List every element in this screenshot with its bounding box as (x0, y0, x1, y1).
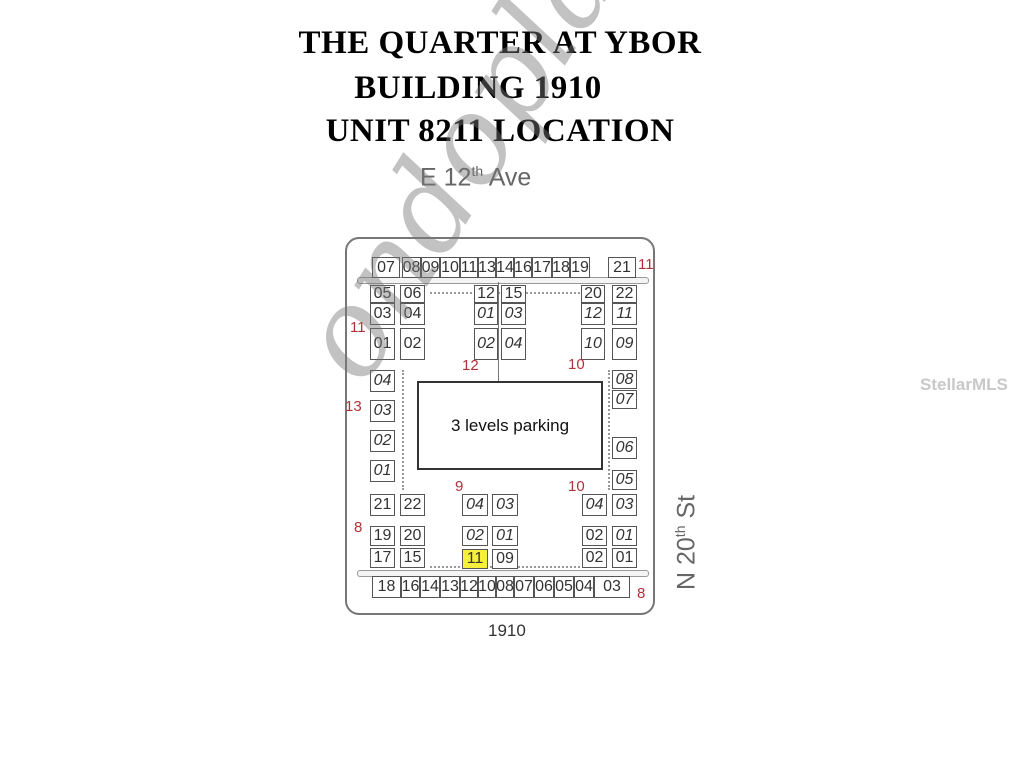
floor-marker: 9 (455, 478, 464, 495)
unit-06: 06 (612, 437, 637, 459)
title-line-1: THE QUARTER AT YBOR (298, 25, 702, 61)
unit-04: 04 (370, 370, 395, 392)
divider-line (498, 282, 499, 382)
unit-20: 20 (581, 285, 605, 303)
unit-04: 04 (582, 494, 607, 516)
street-east-type: St (672, 494, 701, 519)
unit-20: 20 (400, 526, 425, 546)
unit-22: 22 (612, 285, 637, 303)
floor-marker: 8 (637, 585, 646, 602)
unit-11: 11 (612, 303, 637, 325)
walkway-dots (402, 370, 404, 490)
unit-02: 02 (474, 328, 498, 360)
building-outline (345, 237, 655, 615)
unit-19: 19 (570, 257, 590, 278)
unit-17: 17 (532, 257, 552, 278)
unit-14: 14 (496, 257, 514, 278)
unit-14: 14 (420, 576, 440, 598)
mls-watermark: StellarMLS (920, 375, 1008, 394)
building-number: 1910 (488, 621, 526, 640)
title-line-3: UNIT 8211 LOCATION (325, 113, 675, 149)
unit-04: 04 (501, 328, 526, 360)
walkway-dots (608, 370, 610, 490)
unit-02: 02 (370, 430, 395, 452)
unit-02: 02 (582, 548, 607, 568)
unit-01: 01 (474, 303, 498, 325)
unit-01: 01 (370, 460, 395, 482)
unit-12: 12 (460, 576, 478, 598)
unit-13: 13 (440, 576, 460, 598)
unit-05: 05 (554, 576, 574, 598)
unit-03: 03 (501, 303, 526, 325)
unit-10: 10 (581, 328, 605, 360)
unit-07: 07 (514, 576, 534, 598)
floor-marker: 10 (568, 356, 585, 373)
north-corridor (357, 277, 649, 284)
unit-07: 07 (372, 257, 400, 278)
unit-01: 01 (612, 526, 637, 546)
unit-09: 09 (492, 549, 518, 569)
unit-21: 21 (370, 494, 395, 516)
unit-01: 01 (612, 548, 637, 568)
floor-marker: 12 (462, 357, 479, 374)
street-north-suffix: th (471, 163, 484, 179)
title-line-2: BUILDING 1910 (354, 70, 602, 106)
unit-02: 02 (462, 526, 488, 546)
street-east-suffix: th (672, 525, 688, 538)
unit-17: 17 (370, 548, 395, 568)
street-east-name: N 20 (672, 537, 701, 590)
street-north-type: Ave (488, 163, 532, 192)
unit-15: 15 (501, 285, 526, 303)
unit-16: 16 (514, 257, 532, 278)
floor-marker: 13 (345, 398, 362, 415)
unit-03: 03 (370, 400, 395, 422)
unit-08: 08 (402, 257, 421, 278)
unit-21: 21 (608, 257, 636, 278)
unit-01: 01 (492, 526, 518, 546)
unit-08: 08 (496, 576, 514, 598)
unit-04: 04 (574, 576, 594, 598)
unit-18: 18 (552, 257, 570, 278)
unit-06: 06 (534, 576, 554, 598)
unit-18: 18 (372, 576, 401, 598)
unit-12: 12 (474, 285, 498, 303)
unit-07: 07 (612, 390, 637, 409)
unit-09: 09 (421, 257, 440, 278)
floor-marker: 11 (350, 319, 366, 336)
unit-19: 19 (370, 526, 395, 546)
unit-13: 13 (478, 257, 496, 278)
unit-03: 03 (492, 494, 518, 516)
floor-marker: 8 (354, 519, 363, 536)
street-north-name: E 12 (420, 163, 472, 192)
unit-03: 03 (370, 303, 395, 325)
unit-15: 15 (400, 548, 425, 568)
unit-10: 10 (478, 576, 496, 598)
unit-02: 02 (582, 526, 607, 546)
floor-marker: 10 (568, 478, 585, 495)
unit-09: 09 (612, 328, 637, 360)
unit-01: 01 (370, 328, 395, 360)
parking-garage: 3 levels parking (417, 381, 603, 470)
unit-11: 11 (462, 549, 488, 569)
unit-05: 05 (370, 285, 395, 303)
unit-04: 04 (462, 494, 488, 516)
unit-06: 06 (400, 285, 425, 303)
unit-22: 22 (400, 494, 425, 516)
unit-03: 03 (612, 494, 637, 516)
unit-12: 12 (581, 303, 605, 325)
unit-16: 16 (401, 576, 420, 598)
unit-10: 10 (440, 257, 460, 278)
floor-marker: 11 (638, 256, 654, 273)
unit-11: 11 (460, 257, 478, 278)
unit-05: 05 (612, 470, 637, 490)
street-north: E 12th Ave (420, 163, 531, 192)
unit-08: 08 (612, 370, 637, 389)
unit-03: 03 (594, 576, 630, 598)
unit-04: 04 (400, 303, 425, 325)
unit-02: 02 (400, 328, 425, 360)
street-east: N 20th St (672, 495, 701, 590)
